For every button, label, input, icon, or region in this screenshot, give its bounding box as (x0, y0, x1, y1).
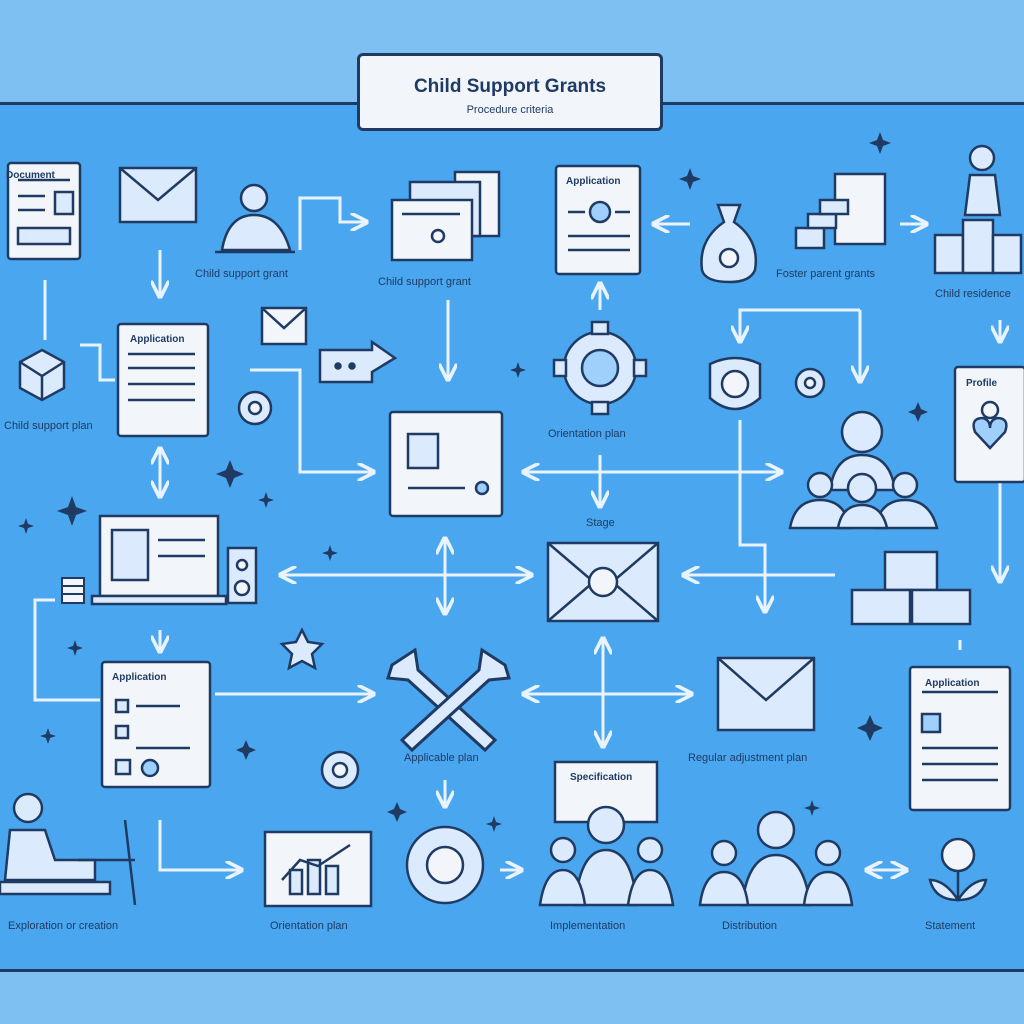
implementation-group-icon (538, 760, 675, 907)
label-profile: Profile (966, 378, 998, 389)
arrow-down-3 (740, 308, 860, 340)
label-application-top: Application (566, 176, 621, 187)
envelope-large-icon (716, 656, 816, 732)
arrow-right-3 (250, 368, 372, 472)
label-applicable-plan: Applicable plan (404, 752, 479, 764)
bar-chart-card (263, 830, 373, 908)
application-document-lower (100, 660, 212, 789)
sparkle-icon (387, 802, 407, 822)
label-orientation-plan: Orientation plan (548, 428, 626, 440)
label-exploration-or-creation: Exploration or creation (8, 920, 119, 932)
arrow-right-5 (158, 820, 240, 870)
dollar-plant-icon (928, 837, 988, 902)
cube-icon (18, 348, 66, 402)
laptop-icon (90, 514, 228, 606)
label-child-support-grant-center: Child support grant (378, 276, 471, 288)
speaker-icon (226, 546, 258, 605)
label-stage: Stage (586, 517, 615, 529)
label-statement: Statement (925, 920, 976, 932)
label-foster-parent-grants: Foster parent grants (776, 268, 876, 280)
star-icon (279, 627, 325, 671)
sparkle-icon (67, 640, 83, 656)
flower-icon (794, 367, 826, 399)
sparkle-icon (57, 496, 87, 526)
sparkle-icon (857, 715, 883, 741)
envelope-dollar-icon (546, 541, 660, 623)
connectors (33, 196, 1000, 870)
gear-icon (552, 320, 648, 416)
sparkle-icon (908, 402, 928, 422)
label-orientation-plan-bottom: Orientation plan (270, 920, 348, 932)
application-document-top (554, 164, 642, 276)
application-document-right (908, 665, 1012, 812)
stairs-document-icon (794, 172, 887, 250)
envelope-small-icon (260, 306, 308, 346)
label-child-residence: Child residence (935, 288, 1011, 300)
label-specification: Specification (570, 772, 633, 783)
sparkle-decorations (18, 132, 928, 832)
gear-bottom-icon (405, 825, 485, 905)
sparkle-icon (679, 168, 701, 190)
sparkle-icon (216, 460, 244, 488)
sparkle-icon (258, 492, 274, 508)
sparkle-icon (869, 132, 891, 154)
dollar-shield-icon (708, 356, 762, 411)
label-application-bottom: Application (112, 672, 167, 683)
page-title: Child Support Grants (413, 76, 607, 97)
sparkle-icon (510, 362, 526, 378)
label-child-support-grant-left: Child support grant (195, 268, 288, 280)
envelope-icon (118, 166, 198, 224)
distribution-group-icon (698, 810, 854, 907)
sparkle-icon (18, 518, 34, 534)
sheets-stack-icon (850, 550, 972, 626)
documents-stack-icon (390, 170, 501, 262)
label-child-support-plan: Child support plan (4, 420, 93, 432)
sparkle-icon (236, 740, 256, 760)
tag-arrow-icon (318, 339, 398, 384)
page-subtitle: Procedure criteria (466, 104, 554, 116)
person-desk-icon (0, 792, 137, 906)
document-icon (6, 161, 82, 261)
profile-heart-document (953, 365, 1024, 484)
profile-card (388, 410, 504, 518)
line-3 (33, 598, 100, 702)
sparkle-icon (804, 800, 820, 816)
sparkle-icon (40, 728, 56, 744)
label-document: Document (6, 170, 55, 181)
arrow-right-1 (298, 196, 365, 250)
sparkle-icon (486, 816, 502, 832)
flower-badge-icon (237, 390, 273, 426)
person-sitting-icon (215, 183, 295, 254)
label-regular-adjustment-plan: Regular adjustment plan (688, 752, 808, 764)
flower-badge-lower-icon (320, 750, 360, 790)
money-bag-icon (700, 203, 758, 284)
person-blocks-icon (933, 144, 1023, 275)
battery-stack-icon (61, 577, 85, 604)
line-2 (80, 343, 115, 382)
header-title-box: Child Support Grants Procedure criteria (357, 53, 663, 131)
label-distribution: Distribution (722, 920, 778, 932)
sparkle-icon (322, 545, 338, 561)
label-application-right: Application (925, 678, 980, 689)
label-implementation: Implementation (550, 920, 626, 932)
people-group-icon (788, 410, 939, 530)
label-application-mid: Application (130, 334, 185, 345)
application-document-mid (116, 322, 210, 438)
wrench-tools-icon (386, 647, 511, 753)
arrow-down-7 (738, 420, 765, 610)
